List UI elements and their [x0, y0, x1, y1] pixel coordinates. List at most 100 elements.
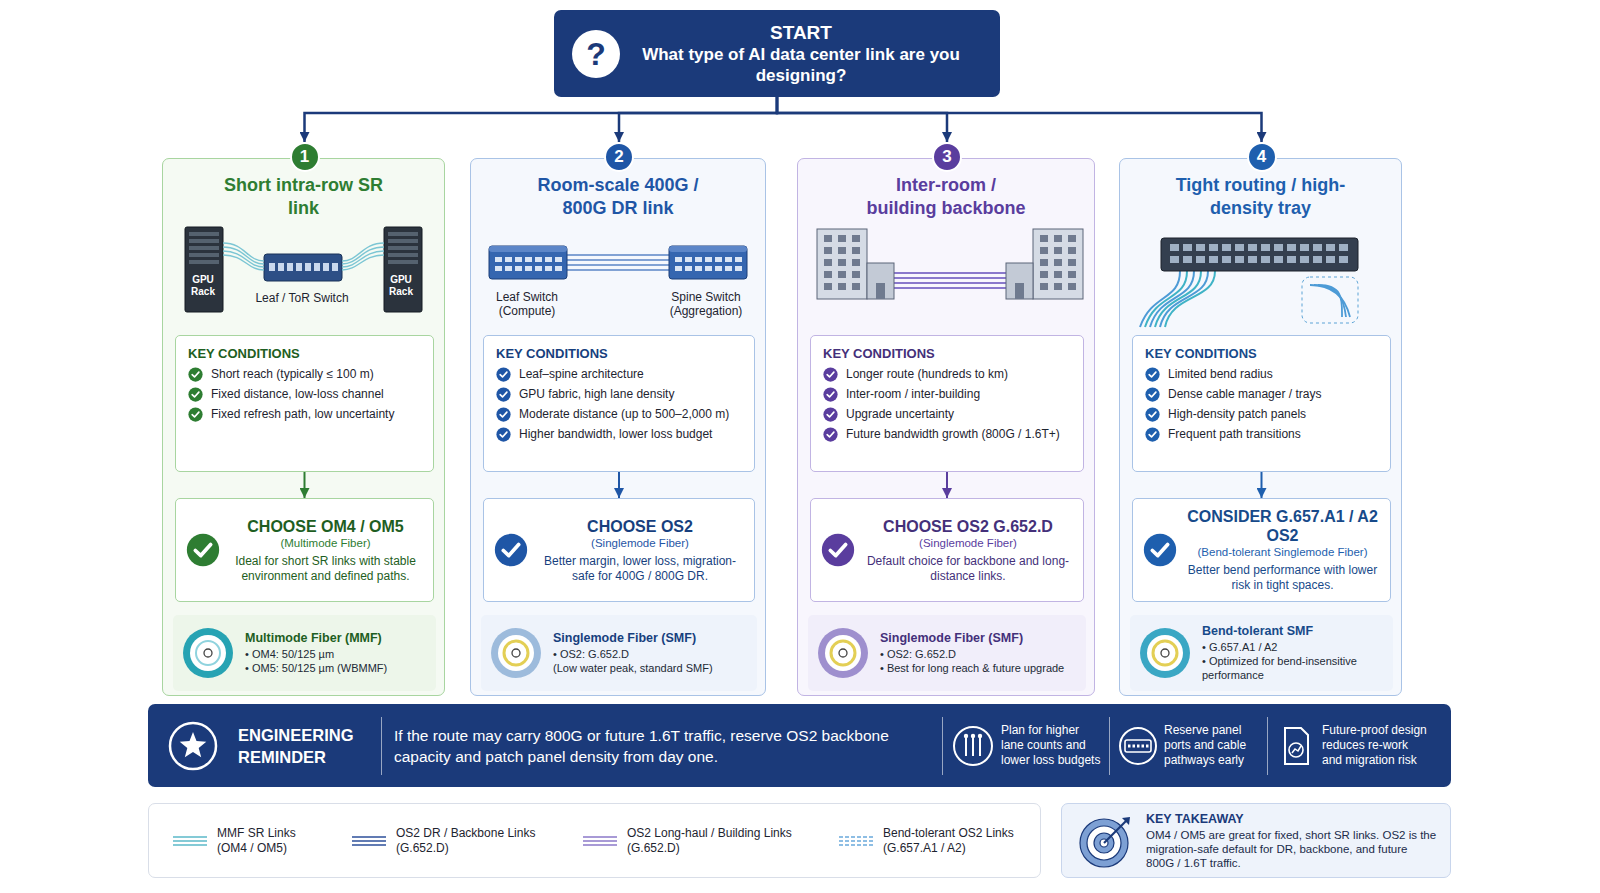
legend-text: MMF SR Links (OM4 / OM5): [217, 826, 317, 856]
lanes-icon: [951, 724, 995, 768]
illustration-label: Spine Switch (Aggregation): [659, 290, 754, 319]
check-icon: [823, 427, 838, 442]
connector-arrow: [305, 97, 778, 142]
recommendation-heading: CHOOSE OS2: [534, 517, 746, 536]
step-badge: 1: [290, 142, 320, 172]
condition-text: Frequent path transitions: [1168, 427, 1301, 442]
step-number: 3: [934, 144, 960, 170]
fiber-type: Singlemode Fiber (SMF): [880, 631, 1080, 645]
condition-text: Limited bend radius: [1168, 367, 1273, 382]
takeaway-box: KEY TAKEAWAY OM4 / OM5 are great for fixe…: [1061, 803, 1451, 878]
check-icon: [496, 367, 511, 382]
check-icon: [1145, 427, 1160, 442]
recommendation-text: CHOOSE OM4 / OM5(Multimode Fiber)Ideal f…: [226, 511, 433, 590]
recommendation-subtitle: (Multimode Fiber): [226, 536, 425, 551]
condition-row: Fixed distance, low-loss channel: [188, 387, 421, 402]
recommendation-box: CHOOSE OM4 / OM5(Multimode Fiber)Ideal f…: [175, 498, 434, 602]
recommendation-note: Better margin, lower loss, migration-saf…: [534, 554, 746, 584]
condition-row: Higher bandwidth, lower loss budget: [496, 427, 742, 442]
check-icon: [496, 427, 511, 442]
start-question: What type of AI data center link are you…: [620, 44, 982, 86]
check-icon: [1143, 533, 1177, 567]
condition-text: GPU fabric, high lane density: [519, 387, 674, 402]
separator: [1267, 717, 1268, 775]
fiber-type: Singlemode Fiber (SMF): [553, 631, 751, 645]
start-box: ?STARTWhat type of AI data center link a…: [554, 10, 1000, 97]
condition-text: Longer route (hundreds to km): [846, 367, 1008, 382]
star-icon: [158, 720, 228, 772]
condition-text: High-density patch panels: [1168, 407, 1306, 422]
condition-row: Short reach (typically ≤ 100 m): [188, 367, 421, 382]
condition-text: Moderate distance (up to 500–2,000 m): [519, 407, 729, 422]
check-icon: [494, 533, 528, 567]
fiber-spec: • Optimized for bend-insensitive perform…: [1202, 654, 1387, 682]
conditions-heading: KEY CONDITIONS: [188, 346, 421, 361]
connector-arrow: [304, 472, 306, 498]
fiber-spec-text: Multimode Fiber (MMF)• OM4: 50/125 µm• O…: [245, 627, 436, 679]
link-illustration: [798, 221, 1096, 331]
conditions-box: KEY CONDITIONS Longer route (hundreds to …: [810, 335, 1084, 472]
fiber-spec-box: Singlemode Fiber (SMF)• OS2: G.652.D• Be…: [808, 615, 1086, 691]
legend-sample: [351, 834, 387, 848]
fiber-icon: [489, 626, 543, 680]
fiber-spec: • OM4: 50/125 µm: [245, 647, 430, 661]
condition-text: Higher bandwidth, lower loss budget: [519, 427, 712, 442]
illustration-label: Leaf / ToR Switch: [237, 291, 367, 305]
separator: [381, 717, 382, 775]
fiber-type: Bend-tolerant SMF: [1202, 624, 1387, 638]
recommendation-note: Better bend performance with lower risk …: [1183, 563, 1382, 593]
fiber-spec: • G.657.A1 / A2: [1202, 640, 1387, 654]
check-icon: [823, 367, 838, 382]
check-icon: [496, 407, 511, 422]
takeaway-heading: KEY TAKEAWAY: [1146, 812, 1438, 826]
panel-title: Room-scale 400G / 800G DR link: [523, 174, 713, 220]
condition-row: Future bandwidth growth (800G / 1.6T+): [823, 427, 1071, 442]
check-badge: [1143, 533, 1177, 567]
condition-row: High-density patch panels: [1145, 407, 1378, 422]
fiber-spec: • OS2: G.652.D: [880, 647, 1080, 661]
condition-text: Fixed distance, low-loss channel: [211, 387, 384, 402]
start-heading: START: [620, 21, 982, 44]
recommendation-heading: CONSIDER G.657.A1 / A2 OS2: [1183, 507, 1382, 545]
step-badge: 3: [932, 142, 962, 172]
check-badge: [821, 533, 855, 567]
legend-entry: OS2 DR / Backbone Links (G.652.D): [351, 804, 561, 877]
recommendation-text: CHOOSE OS2(Singlemode Fiber) Better margi…: [534, 511, 754, 590]
illustration-label: GPU Rack: [384, 274, 418, 298]
recommendation-subtitle: (Singlemode Fiber): [534, 536, 746, 551]
recommendation-box: CHOOSE OS2(Singlemode Fiber) Better margi…: [483, 498, 755, 602]
check-icon: [1145, 407, 1160, 422]
legend-text: Bend-tolerant OS2 Links (G.657.A1 / A2): [883, 826, 1038, 856]
panel-icon: [1118, 726, 1158, 766]
check-icon: [823, 407, 838, 422]
legend-text: OS2 Long-haul / Building Links (G.652.D): [627, 826, 832, 856]
connector-arrow: [619, 97, 777, 142]
question-icon: ?: [572, 30, 620, 78]
reminder-tip: Plan for higher lane counts and lower lo…: [1001, 723, 1101, 768]
step-number: 4: [1249, 144, 1275, 170]
condition-text: Dense cable manager / trays: [1168, 387, 1321, 402]
conditions-heading: KEY CONDITIONS: [823, 346, 1071, 361]
check-icon: [821, 533, 855, 567]
option-panel: Tight routing / high-density tray4KEY CO…: [1119, 158, 1402, 696]
conditions-heading: KEY CONDITIONS: [1145, 346, 1378, 361]
connector-arrow: [1261, 472, 1263, 498]
condition-row: Fixed refresh path, low uncertainty: [188, 407, 421, 422]
condition-text: Fixed refresh path, low uncertainty: [211, 407, 394, 422]
check-icon: [188, 407, 203, 422]
legend-sample: [172, 834, 208, 848]
panel-title: Tight routing / high-density tray: [1176, 174, 1346, 220]
step-number: 2: [606, 144, 632, 170]
check-icon: [496, 387, 511, 402]
check-icon: [1145, 367, 1160, 382]
option-panel: Room-scale 400G / 800G DR link2KEY CONDI…: [470, 158, 766, 696]
legend-entry: MMF SR Links (OM4 / OM5): [172, 804, 317, 877]
link-illustration: [1120, 221, 1403, 331]
separator: [942, 717, 943, 775]
conditions-box: KEY CONDITIONS Limited bend radiusDense c…: [1132, 335, 1391, 472]
condition-row: GPU fabric, high lane density: [496, 387, 742, 402]
fiber-spec: • OS2: G.652.D: [553, 647, 751, 661]
takeaway-body: OM4 / OM5 are great for fixed, short SR …: [1146, 828, 1438, 870]
condition-text: Future bandwidth growth (800G / 1.6T+): [846, 427, 1060, 442]
fiber-spec-text: Singlemode Fiber (SMF)• OS2: G.652.D• Be…: [880, 627, 1086, 679]
